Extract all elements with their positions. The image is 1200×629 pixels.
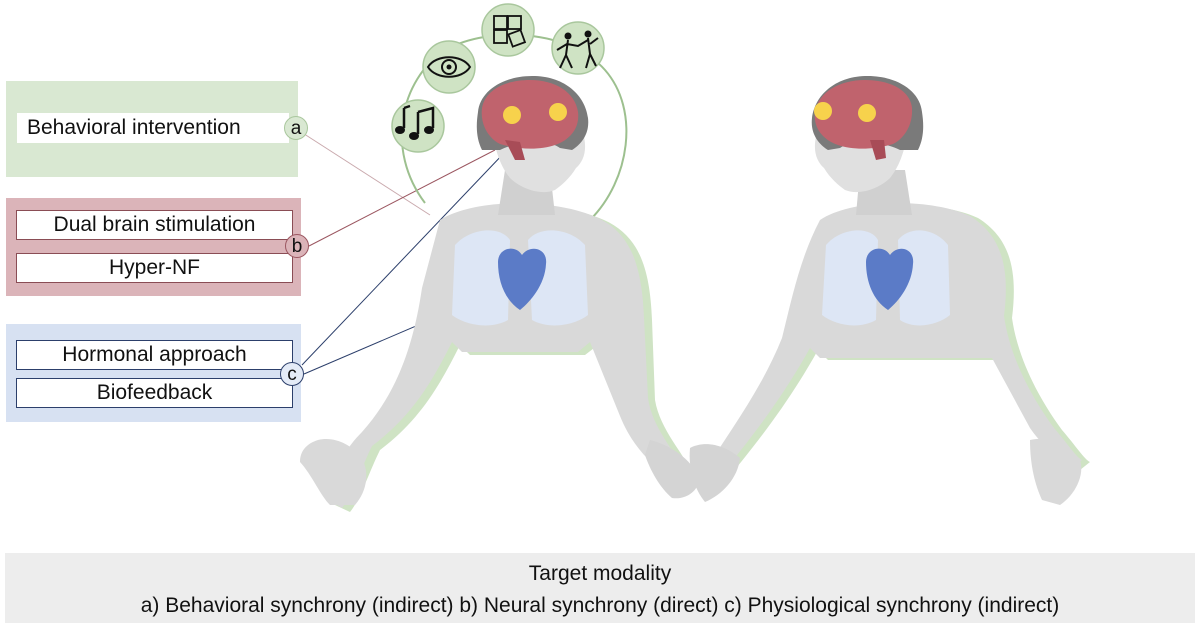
connector-c1: [301, 151, 506, 366]
connector-a: [297, 129, 431, 216]
right-person: [689, 75, 1090, 505]
dancing-couple-icon: [551, 21, 605, 75]
eye-icon: [422, 40, 476, 94]
left-person: [300, 75, 700, 512]
badge-a: a: [284, 116, 308, 140]
badge-c: c: [280, 362, 304, 386]
right-heart: [866, 248, 914, 310]
biofeedback-label: Biofeedback: [16, 378, 293, 408]
badge-b: b: [285, 234, 309, 258]
left-brain-spot-1: [503, 106, 521, 124]
footer-title: Target modality: [528, 562, 672, 585]
right-brain-spot-1: [814, 102, 832, 120]
music-notes-icon: [391, 99, 445, 153]
connector-b: [308, 149, 496, 247]
puzzle-icon: [481, 3, 535, 57]
left-brain: [481, 80, 579, 149]
left-heart: [498, 248, 547, 310]
hyper-nf-label: Hyper-NF: [16, 253, 293, 283]
behavioral-intervention-label: Behavioral intervention: [17, 113, 289, 143]
hormonal-approach-label: Hormonal approach: [16, 340, 293, 370]
footer-caption: Target modality a) Behavioral synchrony …: [5, 553, 1195, 623]
left-brain-spot-2: [549, 103, 567, 121]
footer-modalities: a) Behavioral synchrony (indirect) b) Ne…: [140, 594, 1060, 617]
dual-brain-stimulation-label: Dual brain stimulation: [16, 210, 293, 240]
right-brain-spot-2: [858, 104, 876, 122]
